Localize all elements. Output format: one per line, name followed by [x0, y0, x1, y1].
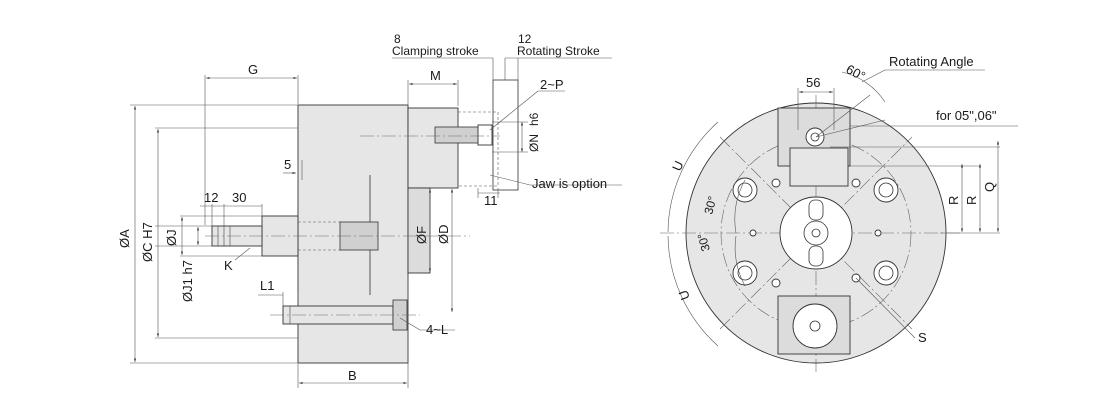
label-m: M — [430, 68, 441, 83]
small-hole-3 — [771, 278, 781, 288]
label-30-bottom: 30° — [695, 232, 713, 253]
label-g: G — [248, 62, 258, 77]
u-arc-bottom — [667, 235, 719, 347]
leader-l — [399, 317, 421, 331]
label-five: 5 — [284, 157, 291, 172]
label-q: Q — [982, 182, 997, 192]
label-s: S — [918, 330, 927, 345]
label-twelve: 12 — [204, 190, 218, 205]
label-d-dia: ØD — [436, 225, 451, 245]
leader-jaw — [489, 174, 531, 186]
label-b: B — [348, 368, 357, 383]
label-a-dia: ØA — [117, 229, 132, 248]
top-jaw-step — [789, 147, 849, 187]
u-arc-top — [667, 121, 719, 233]
hub-slot-top — [808, 199, 824, 221]
label-30-top: 30° — [701, 194, 719, 215]
side-view: G M 8 Clamping stroke 12 Rotating Stroke… — [117, 32, 622, 388]
label-eleven: 11 — [484, 193, 498, 208]
label-p-holes: 2~P — [540, 77, 564, 92]
label-clamping-stroke: Clamping stroke — [392, 44, 479, 58]
small-hole-2 — [851, 178, 861, 188]
hub-slot-bottom — [808, 245, 824, 267]
label-l-holes: 4~L — [426, 322, 448, 337]
mount-hole-lr — [873, 260, 899, 286]
small-hole-1 — [771, 178, 781, 188]
label-jaw-option: Jaw is option — [532, 176, 607, 191]
mount-hole-ul — [732, 177, 758, 203]
front-view: 56 60° Rotating Angle for 05",06" U U 30… — [660, 54, 1018, 372]
leader-s — [855, 277, 916, 339]
label-n-dia: ØN — [527, 134, 541, 152]
label-rotating-stroke: Rotating Stroke — [517, 44, 600, 58]
arc-30-top — [734, 179, 746, 234]
label-j-dia: ØJ — [164, 229, 179, 246]
leader-rotating-angle — [861, 69, 886, 83]
label-u-bottom: U — [676, 288, 693, 302]
label-for-05-06: for 05",06" — [936, 108, 997, 123]
label-c-dia: ØC H7 — [140, 222, 155, 262]
leader-p — [489, 90, 539, 131]
label-l1: L1 — [260, 278, 274, 293]
label-56: 56 — [806, 75, 820, 90]
small-hole-5 — [749, 229, 757, 237]
small-hole-6 — [874, 229, 882, 237]
label-r1: R — [946, 196, 961, 205]
leader-k — [234, 247, 251, 261]
label-j1-dia: ØJ1 h7 — [180, 260, 195, 302]
label-rotating-angle: Rotating Angle — [889, 54, 974, 69]
label-rotating-value: 12 — [518, 32, 532, 46]
label-thirty: 30 — [232, 190, 246, 205]
jaw-option-outline — [457, 111, 499, 187]
jaw-bolt-head — [477, 124, 493, 146]
jaw-block — [407, 107, 459, 189]
label-n-fit: h6 — [527, 112, 541, 126]
label-k: K — [224, 258, 233, 273]
top-jaw-hole — [805, 127, 825, 147]
mount-hole-ur — [873, 177, 899, 203]
stroke-block — [492, 79, 519, 191]
label-u-top: U — [669, 159, 687, 174]
mount-hole-ll — [732, 260, 758, 286]
center-hub — [779, 196, 853, 270]
label-r2: R — [964, 196, 979, 205]
arc-60 — [841, 71, 886, 103]
bottom-jaw-hole — [792, 303, 838, 349]
label-clamping-value: 8 — [394, 32, 401, 46]
label-f-dia: ØF — [414, 226, 429, 244]
arc-30-bottom — [734, 235, 746, 287]
